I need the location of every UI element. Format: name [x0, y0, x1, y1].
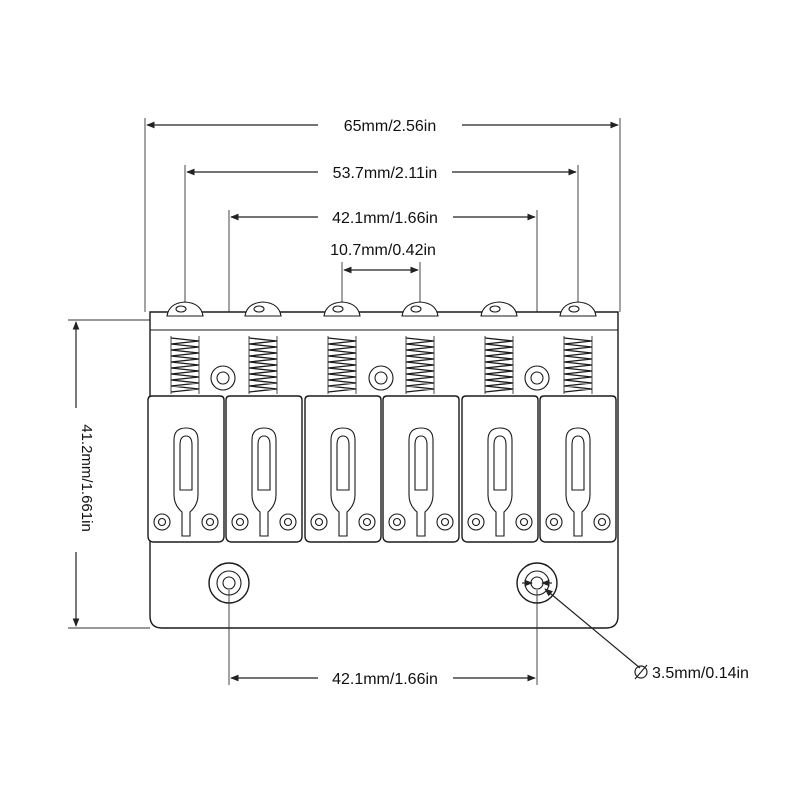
height-screw: [310, 513, 328, 531]
dimension-inner-spacing: 42.1mm/1.66in: [228, 210, 538, 393]
saddle-6: [539, 301, 617, 543]
dimension-height: 41.2mm/1.661in: [68, 319, 150, 629]
dimension-hole-diameter: 3.5mm/0.14in: [522, 579, 749, 682]
saddle-2: [225, 301, 303, 543]
height-screw: [545, 513, 563, 531]
string-spacing-label: 10.7mm/0.42in: [330, 242, 436, 259]
dimension-overall-width: 65mm/2.56in: [144, 118, 621, 312]
saddle-5: [461, 301, 539, 543]
dimension-outer-string-spacing: 53.7mm/2.11in: [184, 165, 579, 305]
height-screw: [153, 513, 171, 531]
height-screw: [388, 513, 406, 531]
mount-hole-left: [208, 562, 250, 604]
saddle-4: [382, 301, 460, 543]
height-screw: [593, 513, 611, 531]
overall-width-label: 65mm/2.56in: [344, 118, 437, 135]
height-screw: [467, 513, 485, 531]
plate-hole: [524, 365, 550, 391]
plate-hole: [368, 365, 394, 391]
outer-spacing-label: 53.7mm/2.11in: [333, 165, 438, 182]
height-screw: [279, 513, 297, 531]
dimension-string-spacing: 10.7mm/0.42in: [330, 242, 436, 302]
height-screw: [358, 513, 376, 531]
diameter-icon: [634, 664, 648, 680]
saddle-1: [147, 301, 225, 543]
saddle-3: [304, 301, 382, 543]
height-screw: [231, 513, 249, 531]
saddles-group: [147, 301, 617, 543]
mount-spacing-label: 42.1mm/1.66in: [332, 671, 438, 688]
plate-hole: [210, 365, 236, 391]
height-screw: [201, 513, 219, 531]
height-screw: [436, 513, 454, 531]
hole-diameter-label: 3.5mm/0.14in: [652, 665, 749, 682]
height-label: 41.2mm/1.661in: [78, 424, 95, 532]
dimension-mount-hole-spacing: 42.1mm/1.66in: [228, 590, 538, 688]
height-screw: [515, 513, 533, 531]
inner-spacing-label: 42.1mm/1.66in: [332, 210, 438, 227]
